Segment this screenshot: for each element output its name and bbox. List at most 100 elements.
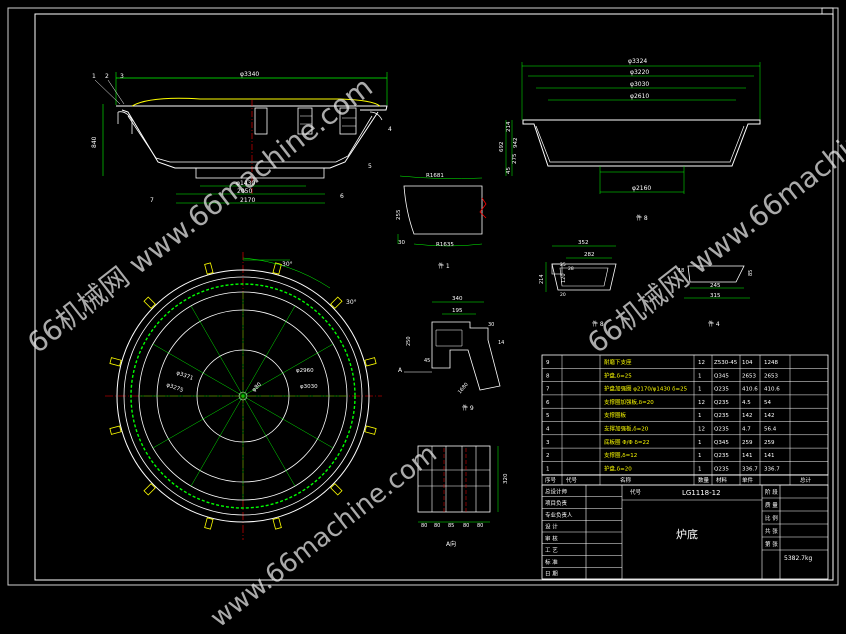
dim-top-1: φ3371 (175, 370, 194, 382)
bom-cell: Q345 (714, 373, 729, 379)
d9-4: 45 (424, 358, 430, 364)
bom-cell: 护盘,δ=25 (604, 371, 632, 379)
bom-cell: 5 (546, 413, 550, 419)
bom-cell: 410.6 (764, 387, 780, 393)
bom-cell: 底板圈 Φ/Φ δ=22 (604, 438, 649, 446)
d8b-3: 214 (539, 274, 545, 284)
bom-cell: Q235 (714, 453, 729, 459)
dim-front-2: 840 (91, 136, 98, 148)
dim-side-4: φ2610 (630, 93, 649, 100)
bom-cell: 支撑圈,δ=12 (604, 451, 637, 459)
bom-cell: Q235 (714, 466, 729, 472)
spoke-line (190, 305, 244, 397)
d9-3: 250 (406, 336, 412, 346)
bom-cell: 1 (546, 466, 550, 472)
bom-cell: 护盘,δ=20 (604, 464, 632, 472)
bom-cell: 141 (764, 453, 775, 459)
spoke-line (242, 395, 296, 487)
bom-cell: 54 (764, 400, 771, 406)
bom-cell: 支撑圈板 (604, 411, 627, 419)
bom-cell: 8 (546, 373, 550, 379)
bom-cell: 2653 (764, 373, 778, 379)
d9-5: 30 (488, 322, 494, 328)
support-lug (330, 483, 343, 496)
dim-side-1: φ3324 (628, 58, 647, 65)
support-lug (109, 357, 122, 367)
spoke-line (242, 395, 334, 449)
side-view-label: 件 8 (636, 214, 648, 222)
d4-2: 245 (710, 283, 721, 289)
spoke-line (242, 343, 334, 397)
bom-cell: 1 (698, 387, 702, 393)
tb-right-label: 第 张 (765, 540, 778, 548)
dim-top-3: φ2960 (296, 368, 314, 374)
bom-cell: 3 (546, 440, 550, 446)
callout-7: 7 (150, 197, 154, 204)
bom-cell: Q235 (714, 427, 729, 433)
bom-header-cell: 序号 (545, 476, 557, 484)
detail1-h: 255 (396, 209, 402, 220)
d4-label: 件 4 (708, 320, 720, 328)
bom-cell: 336.7 (764, 466, 780, 472)
bom-cell: 141 (742, 453, 753, 459)
bom-cell: 4.7 (742, 427, 751, 433)
d4-1: 18 (678, 268, 684, 274)
dim-side-5: φ2160 (632, 185, 651, 192)
bom-cell: 104 (742, 360, 753, 366)
support-lug (272, 262, 282, 275)
bom-cell: 9 (546, 360, 550, 366)
support-lug (204, 517, 214, 530)
bom-cell: 1 (698, 453, 702, 459)
tb-left-label: 日 期 (545, 571, 558, 578)
d9-arrow: A (398, 367, 403, 374)
bom-cell: 4 (546, 427, 550, 433)
bom-cell: 1 (698, 413, 702, 419)
dim-top-2: φ3275 (165, 382, 184, 394)
support-lug (364, 425, 377, 435)
d9-2: 195 (452, 308, 463, 314)
dim-side-10: 45 (506, 167, 512, 174)
detail-8b: 352 282 214 120 25 28 20 件 8 (539, 240, 617, 328)
bom-cell: 142 (742, 413, 753, 419)
bom-cell: 2653 (742, 373, 756, 379)
tb-mass: 5382.7kg (784, 555, 812, 562)
bom-cell: 12 (698, 400, 705, 406)
dim-top-5: φ80 (251, 381, 263, 393)
spoke-line (190, 395, 244, 487)
bom-cell: 1248 (764, 360, 778, 366)
spoke-line (242, 305, 296, 397)
detail-4: 18 245 315 85 件 4 (678, 265, 754, 328)
va-4: 80 (463, 523, 469, 529)
d9-label: 件 9 (462, 404, 474, 412)
bom-cell: 1 (698, 373, 702, 379)
bom-cell: 336.7 (742, 466, 758, 472)
bom-header-cell: 单件 (742, 476, 754, 484)
dim-top-4: φ3030 (300, 384, 318, 390)
support-lug (272, 517, 282, 530)
d4-3: 315 (710, 293, 721, 299)
tb-right-label: 比 例 (765, 514, 778, 522)
bom-header-cell: 名称 (620, 476, 632, 484)
tb-right-label: 质 量 (765, 501, 778, 509)
va-label: A向 (446, 540, 456, 548)
detail1-r1: R1681 (426, 173, 444, 179)
callout-1: 1 (92, 73, 96, 80)
cad-drawing: φ3340 φ1430 2050 2170 840 1 2 3 4 5 (7, 7, 839, 586)
d9-1: 340 (452, 296, 463, 302)
d8b-2: 282 (584, 252, 595, 258)
d8b-label: 件 8 (592, 320, 604, 328)
detail-1: R1681 R1635 255 30 件 1 (396, 173, 487, 270)
dim-side-8: 692 (499, 142, 505, 153)
bom-cell: Q235 (714, 413, 729, 419)
dim-front-5: 2170 (240, 197, 255, 204)
bom-header-cell: 数量 (698, 476, 710, 484)
bom-cell: 耐磨下支座 (604, 358, 632, 366)
detail1-label: 件 1 (438, 262, 450, 270)
va-6: 320 (503, 473, 509, 484)
bom-header-cell: 材料 (716, 476, 728, 484)
spoke-line (152, 343, 244, 397)
bom-cell: 259 (764, 440, 775, 446)
dim-front-1: φ3340 (240, 71, 259, 78)
tb-left-label: 项目负责 (545, 499, 568, 507)
dim-front-3: φ1430 (236, 180, 255, 187)
